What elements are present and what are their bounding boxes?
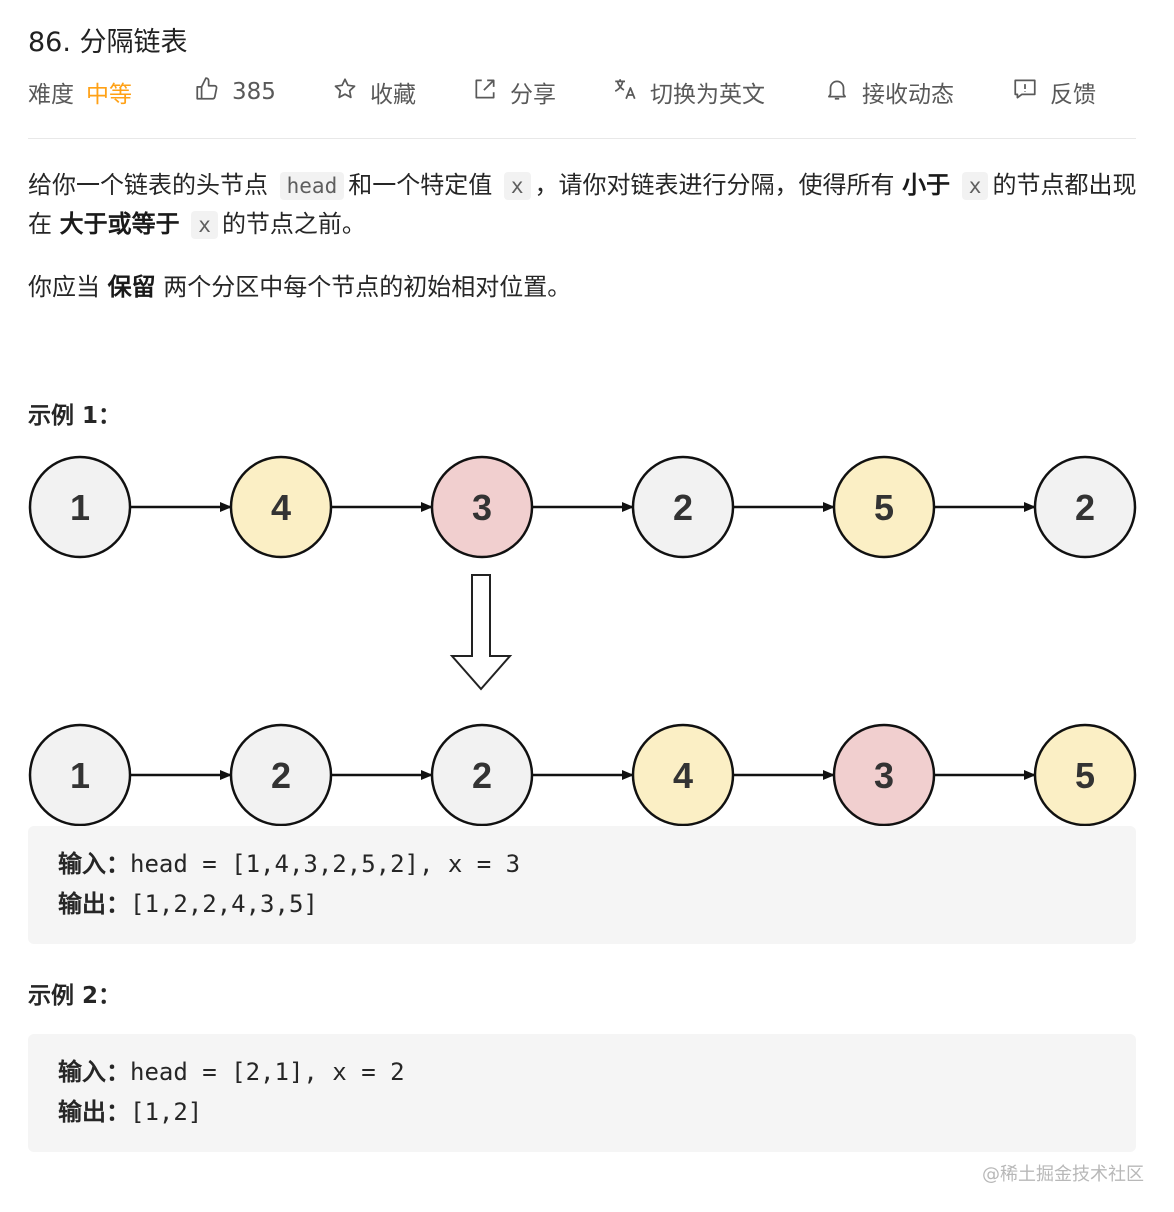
desc-text: 的节点之前。: [221, 210, 366, 238]
like-count: 385: [232, 79, 276, 105]
difficulty-value: 中等: [86, 82, 132, 108]
list-node: [229, 723, 333, 827]
list-node: [28, 723, 132, 827]
bell-icon: [824, 76, 850, 108]
output-value: [1,2,2,4,3,5]: [130, 890, 318, 918]
example2-input-line: 输入：head = [2,1], x = 2: [58, 1052, 1106, 1092]
watermark: @稀土掘金技术社区: [982, 1164, 1144, 1185]
down-arrow-icon: [449, 574, 513, 691]
description-p2: 你应当 保留 两个分区中每个节点的初始相对位置。: [28, 268, 1138, 306]
input-label: 输入：: [58, 1058, 130, 1086]
example2-codebox: 输入：head = [2,1], x = 2 输出：[1,2]: [28, 1034, 1136, 1152]
node-value: 1: [70, 755, 90, 796]
share-button[interactable]: 分享: [472, 72, 556, 112]
output-label: 输出：: [58, 1098, 130, 1126]
desc-bold-less: 小于: [902, 171, 951, 199]
input-value: head = [1,4,3,2,5,2], x = 3: [130, 850, 521, 878]
inline-code-x: x: [503, 172, 531, 200]
list-node: [832, 723, 936, 827]
list-before: 1 4 3 2 5 2: [28, 455, 1137, 559]
inline-code-x: x: [191, 211, 218, 239]
node-value: 1: [70, 487, 90, 528]
list-node: [28, 455, 132, 559]
desc-text: ，请你对链表进行分隔，使得所有: [534, 171, 895, 199]
node-value: 3: [874, 755, 894, 796]
list-node: [430, 455, 534, 559]
list-node: [229, 455, 333, 559]
meta-bar: 难度 中等 385 收藏 分享 切换为英文 接收动态 反馈: [28, 72, 1138, 112]
list-node: [1033, 455, 1137, 559]
star-icon: [332, 76, 358, 108]
example2-output-line: 输出：[1,2]: [58, 1092, 1106, 1132]
share-label: 分享: [510, 82, 556, 108]
list-node: [430, 723, 534, 827]
node-value: 3: [472, 487, 492, 528]
node-value: 2: [271, 755, 291, 796]
output-value: [1,2]: [130, 1098, 203, 1126]
example1-codebox: 输入：head = [1,4,3,2,5,2], x = 3 输出：[1,2,2…: [28, 826, 1136, 944]
example1-heading: 示例 1：: [28, 403, 122, 429]
example2-heading: 示例 2：: [28, 983, 122, 1009]
collect-label: 收藏: [370, 82, 416, 108]
desc-text: 和一个特定值: [348, 171, 493, 199]
linked-list-diagram: 1 4 3 2 5 2 1 2 2 4 3 5: [28, 455, 1137, 827]
notify-label: 接收动态: [862, 82, 954, 108]
translate-button[interactable]: 切换为英文: [612, 72, 765, 112]
inline-code-head: head: [279, 172, 345, 200]
thumbs-up-icon: [194, 76, 220, 108]
desc-text: 点都出现在: [28, 171, 1137, 238]
list-node: [631, 723, 735, 827]
node-value: 2: [1075, 487, 1095, 528]
input-label: 输入：: [58, 850, 130, 878]
feedback-label: 反馈: [1050, 82, 1096, 108]
translate-label: 切换为英文: [650, 82, 765, 108]
input-value: head = [2,1], x = 2: [130, 1058, 405, 1086]
problem-title: 86. 分隔链表: [28, 27, 188, 58]
list-node: [1033, 723, 1137, 827]
example1-output-line: 输出：[1,2,2,4,3,5]: [58, 884, 1106, 924]
feedback-icon: [1012, 76, 1038, 108]
desc-text: 你应当: [28, 273, 100, 301]
list-after: 1 2 2 4 3 5: [28, 723, 1137, 827]
node-value: 2: [472, 755, 492, 796]
example1-input-line: 输入：head = [1,4,3,2,5,2], x = 3: [58, 844, 1106, 884]
collect-button[interactable]: 收藏: [332, 72, 416, 112]
desc-text: 给你一个链表的头节点: [28, 171, 268, 199]
node-value: 2: [673, 487, 693, 528]
notify-button[interactable]: 接收动态: [824, 72, 954, 112]
node-value: 5: [1075, 755, 1095, 796]
divider: [28, 138, 1136, 139]
output-label: 输出：: [58, 890, 130, 918]
list-node: [631, 455, 735, 559]
feedback-button[interactable]: 反馈: [1012, 72, 1096, 112]
like-button[interactable]: 385: [194, 72, 276, 112]
difficulty: 难度 中等: [28, 72, 132, 112]
inline-code-x: x: [961, 172, 989, 200]
desc-text: 的节: [992, 171, 1041, 199]
desc-bold-keep: 保留: [107, 273, 156, 301]
node-value: 4: [271, 487, 291, 528]
list-node: [832, 455, 936, 559]
node-value: 4: [673, 755, 693, 796]
node-value: 5: [874, 487, 894, 528]
desc-bold-ge: 大于或等于: [59, 210, 180, 238]
share-icon: [472, 76, 498, 108]
translate-icon: [612, 76, 638, 108]
difficulty-label: 难度: [28, 82, 74, 108]
desc-text: 两个分区中每个节点的初始相对位置。: [163, 273, 572, 301]
